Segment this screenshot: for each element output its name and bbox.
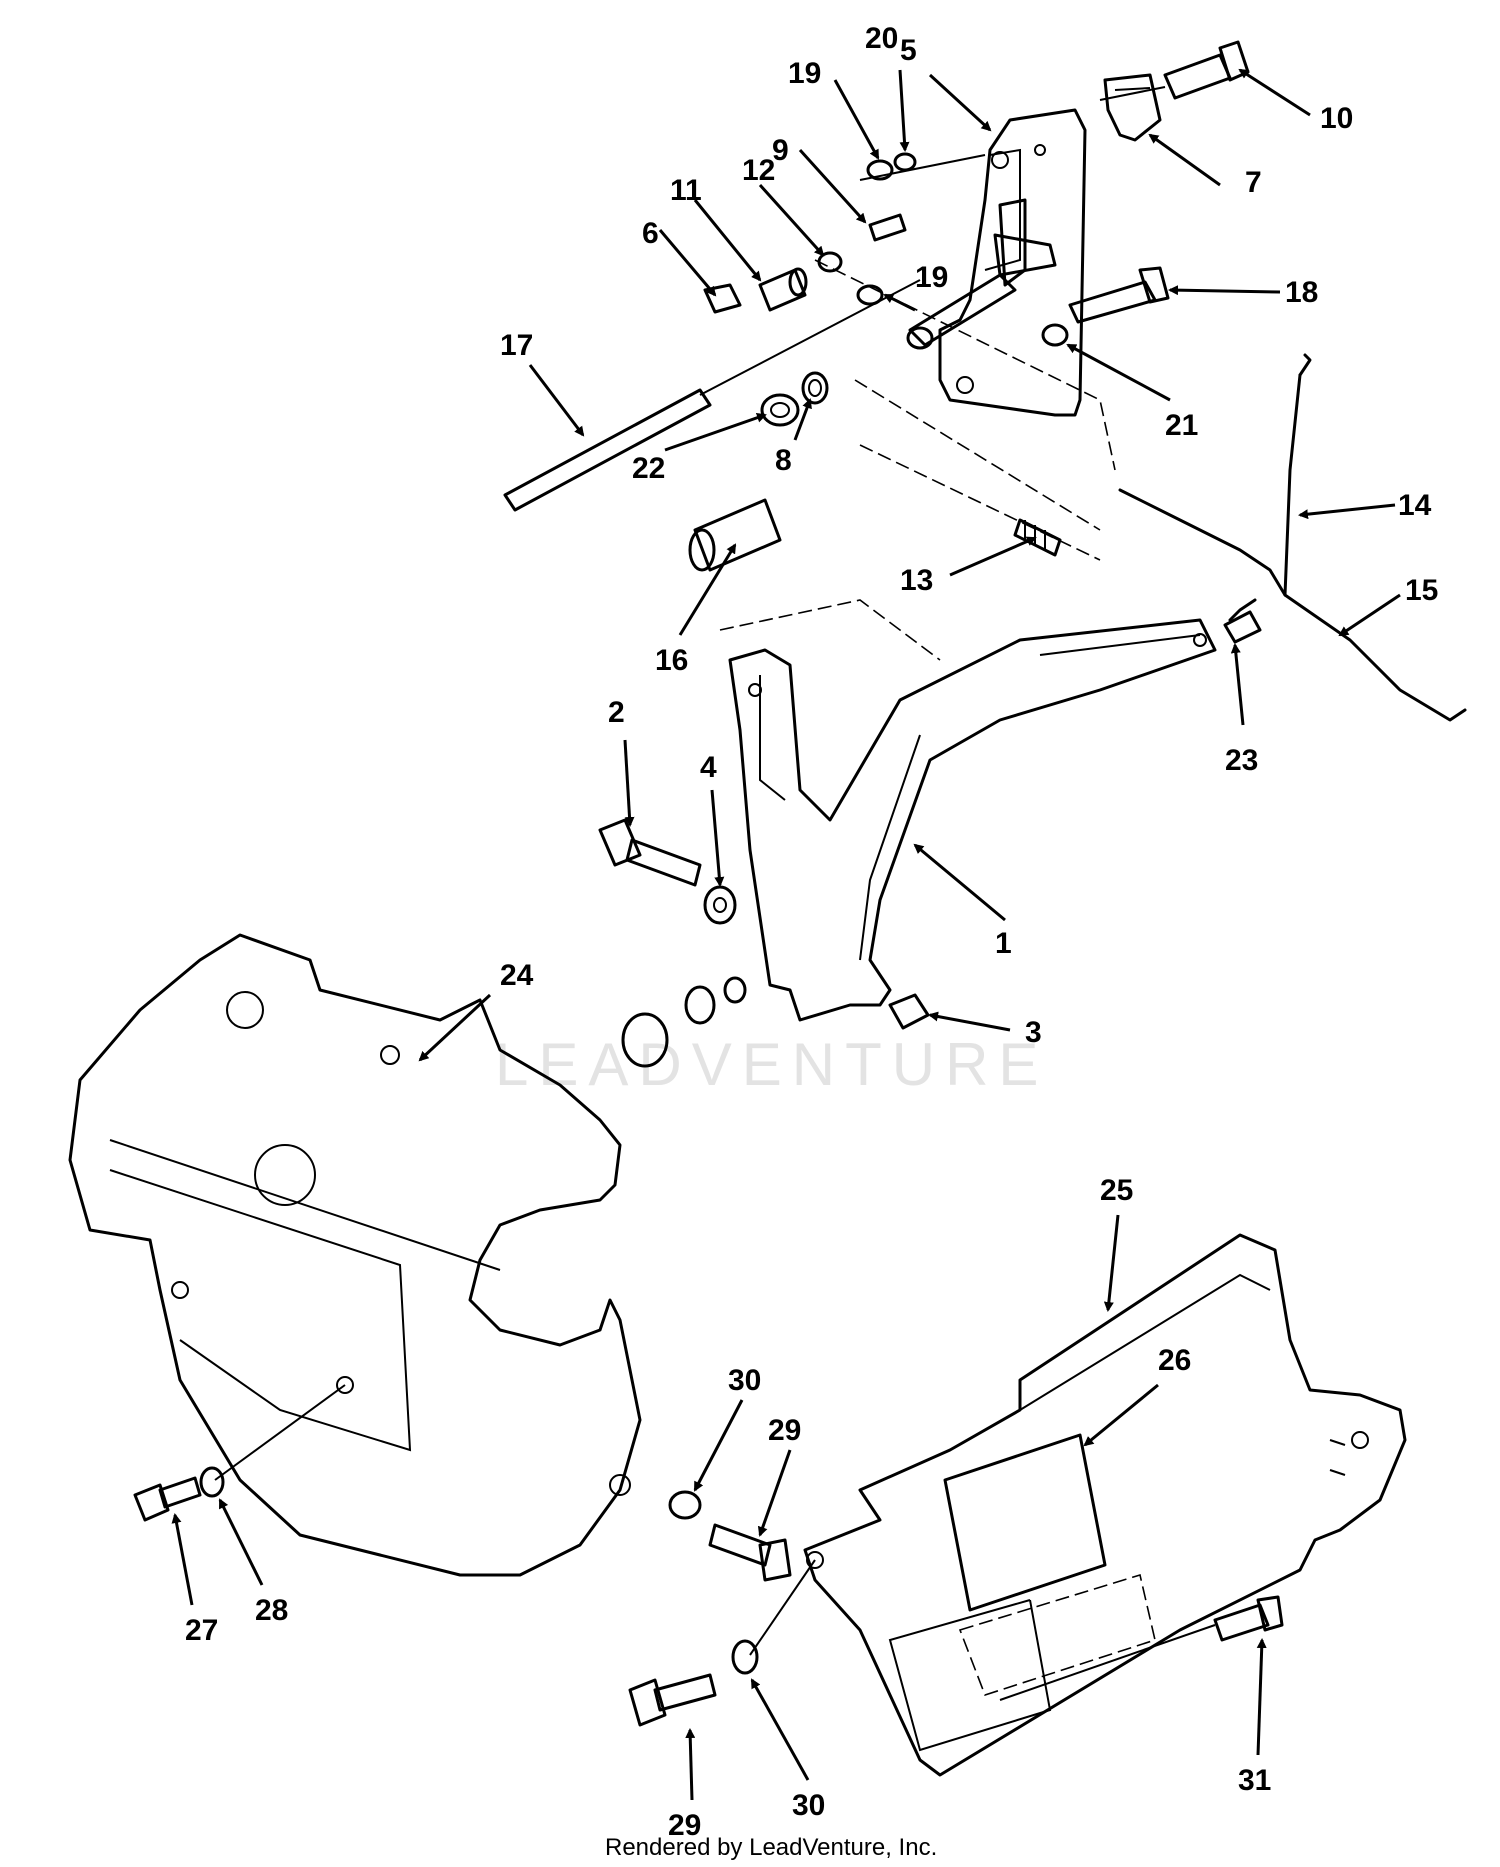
clip-part-7 (1103, 73, 1162, 142)
rod-part-14-15 (1118, 353, 1467, 722)
bolt-part-31 (999, 1595, 1284, 1701)
callout-25: 25 (1100, 1174, 1133, 1207)
callout-31: 31 (1238, 1764, 1271, 1797)
callout-30-upper: 30 (728, 1364, 761, 1397)
washer-part-28 (199, 1466, 225, 1498)
footer-credit: Rendered by LeadVenture, Inc. (605, 1834, 937, 1861)
callout-18: 18 (1285, 276, 1318, 309)
bolt-part-18 (1068, 266, 1170, 324)
connector-part-23 (1223, 610, 1262, 644)
nut-part-3 (888, 993, 930, 1030)
washer-part-30-upper (668, 1490, 702, 1520)
screw-part-6 (703, 283, 742, 314)
callout-22: 22 (632, 452, 665, 485)
bracket-part-5 (938, 108, 1087, 417)
callout-15: 15 (1405, 574, 1438, 607)
lever-part-1 (728, 618, 1217, 1022)
bolt-part-29-upper (708, 1523, 792, 1582)
pin-part-9 (868, 213, 907, 242)
callout-6: 6 (642, 217, 659, 250)
spring-part-13 (1013, 518, 1062, 557)
callout-arrows (171, 68, 1401, 1801)
callout-21: 21 (1165, 409, 1198, 442)
plate-part-25 (803, 1233, 1407, 1777)
callout-19-lower: 19 (915, 261, 948, 294)
callout-9: 9 (772, 134, 789, 167)
callout-23: 23 (1225, 744, 1258, 777)
callout-30-lower: 30 (792, 1789, 825, 1822)
shield-part-24 (68, 933, 642, 1577)
spacer-lower (621, 976, 747, 1068)
decal-part-26 (888, 1433, 1156, 1752)
washer-part-30-lower (731, 1639, 759, 1675)
callout-19-upper: 19 (788, 57, 821, 90)
callout-16: 16 (655, 644, 688, 677)
bolt-part-29-lower (628, 1673, 717, 1727)
callout-24: 24 (500, 959, 534, 992)
callout-10: 10 (1320, 102, 1353, 135)
callout-4: 4 (700, 751, 717, 784)
spacer-part-11 (758, 267, 808, 312)
callout-17: 17 (500, 329, 533, 362)
callout-2: 2 (608, 696, 625, 729)
washer-part-4 (703, 885, 737, 925)
callout-29-upper: 29 (768, 1414, 801, 1447)
callout-5: 5 (900, 34, 917, 67)
callout-1: 1 (995, 927, 1012, 960)
watermark: LEADVENTURE (495, 1031, 1048, 1098)
washer-part-21 (1041, 323, 1069, 347)
callout-7: 7 (1245, 166, 1262, 199)
bolt-part-27 (133, 1476, 202, 1522)
arm-shaft (906, 233, 1057, 350)
callout-8: 8 (775, 444, 792, 477)
rod-part-17 (503, 279, 921, 512)
spring-part-8 (801, 371, 829, 405)
callout-3: 3 (1025, 1016, 1042, 1049)
washer-part-22 (760, 393, 800, 427)
callout-labels: 1 2 3 4 5 6 7 8 9 10 11 12 13 14 15 16 1… (185, 22, 1438, 1842)
callout-29-lower: 29 (668, 1809, 701, 1842)
sleeve-part-16 (688, 498, 782, 572)
callout-27: 27 (185, 1614, 218, 1647)
bolt-part-2 (598, 818, 702, 887)
callout-11: 11 (670, 174, 702, 207)
callout-28: 28 (255, 1594, 288, 1627)
callout-12: 12 (742, 154, 775, 187)
callout-20: 20 (865, 22, 898, 55)
washer-part-19-upper (859, 152, 986, 181)
alignment-lines (719, 259, 1116, 661)
callout-14: 14 (1398, 489, 1432, 522)
callout-26: 26 (1158, 1344, 1191, 1377)
washer-part-12 (817, 251, 884, 306)
bolt-part-10 (1099, 40, 1250, 101)
callout-13: 13 (900, 564, 933, 597)
